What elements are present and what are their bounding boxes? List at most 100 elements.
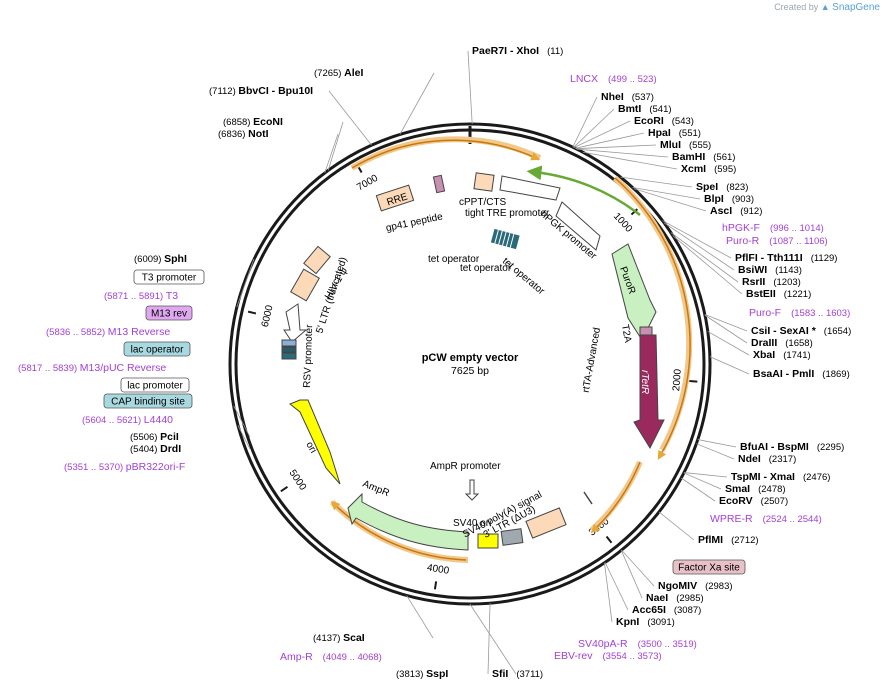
site-connector	[236, 258, 255, 308]
site-connector	[620, 550, 643, 599]
svg-text:lac promoter: lac promoter	[127, 381, 183, 392]
label-cppt: cPPT/CTS	[459, 197, 507, 208]
site-connector	[469, 603, 517, 675]
tick-mark	[689, 379, 698, 383]
site-label-pcii: (5506) PciI	[130, 431, 179, 443]
site-connector	[573, 120, 631, 148]
primer-lncx: LNCX(499 .. 523)	[570, 73, 657, 85]
site-label-csii: CsiI - SexAI *(1654)	[751, 325, 851, 337]
site-label-noti: (6836) NotI	[218, 128, 269, 140]
site-label-scai: (4137) ScaI	[313, 632, 365, 644]
primer-wpre-r: WPRE-R(2524 .. 2544)	[710, 513, 822, 525]
tick-label: 4000	[426, 563, 450, 577]
tet-operator-block	[490, 228, 520, 250]
label-ampr-promoter: AmpR promoter	[430, 461, 501, 472]
site-label-bbvci: (7112) BbvCI - Bpu10I	[209, 85, 313, 97]
site-connector	[620, 176, 693, 188]
tick-label: 2000	[671, 368, 684, 391]
site-connector	[324, 133, 339, 174]
t2a-box	[639, 326, 653, 336]
site-label-ecorv: EcoRV(2507)	[719, 495, 788, 507]
site-connector	[621, 549, 655, 587]
svg-text:lac operator: lac operator	[131, 345, 184, 356]
site-connector	[604, 562, 629, 611]
site-connector-lines	[233, 50, 750, 675]
site-label-ngomiv: NgoMIV(2983)	[658, 580, 733, 592]
site-connector	[575, 132, 645, 149]
tick-mark	[280, 485, 289, 493]
site-connector	[575, 144, 657, 150]
site-label-tspmi: TspMI - XmaI(2476)	[731, 471, 830, 483]
site-connector	[328, 90, 372, 146]
boxed-label-factor-xa-site: Factor Xa site	[672, 559, 746, 575]
site-label-xcmi: XcmI(595)	[681, 163, 736, 175]
tick-label: 6000	[260, 304, 276, 329]
snapgene-credit: Created by ▲ SnapGene	[774, 2, 880, 13]
site-connector	[233, 405, 251, 438]
sv40-ori-box	[477, 533, 499, 549]
primer-puro-r: Puro-R(1087 .. 1106)	[726, 235, 828, 247]
site-label-bfuai: BfuAI - BspMI(2295)	[740, 441, 844, 453]
site-connector	[467, 50, 473, 125]
site-label-pflfi: PflFI - Tth111I(1129)	[735, 252, 837, 264]
site-connector	[604, 562, 613, 623]
site-label-ndei: NdeI(2317)	[738, 453, 796, 465]
orf-arc-right-line	[614, 177, 691, 460]
site-connector	[704, 314, 748, 332]
site-label-rsrii: RsrII(1203)	[742, 276, 801, 288]
label-ampr: AmpR	[361, 479, 391, 500]
site-label-pflmi: PflMI(2712)	[698, 534, 759, 546]
lac-small-2	[281, 346, 297, 353]
site-labels: PaeR7I - XhoI(11)NheI(537)BmtI(541)EcoRI…	[18, 45, 851, 680]
site-connector	[704, 314, 748, 344]
puror-arrow	[611, 243, 657, 342]
site-label-drdi: (5404) DrdI	[130, 443, 181, 455]
cppt-box	[473, 172, 495, 192]
site-connector	[697, 439, 737, 448]
site-label-alei: (7265) AleI	[314, 67, 363, 79]
rsv-promoter-arrow	[283, 303, 308, 343]
snapgene-logo-icon: ▲	[820, 2, 830, 12]
site-label-econi: (6858) EcoNI	[223, 116, 283, 128]
lac-small-1	[281, 339, 297, 347]
orf-arc-bottom-right-line	[590, 461, 641, 534]
primer-m13-puc-reverse: (5817 .. 5839) M13/pUC Reverse	[18, 362, 166, 374]
site-connector	[683, 472, 722, 490]
site-connector	[399, 72, 435, 135]
rre-box	[375, 184, 415, 212]
boxed-label-t3-promoter: T3 promoter	[133, 269, 205, 285]
site-label-mlui: MluI(555)	[660, 139, 711, 151]
site-connector	[582, 151, 678, 170]
hiv-psi-box	[303, 245, 331, 275]
label-tetop-2: tet operator	[460, 263, 512, 274]
plasmid-length: 7625 bp	[451, 365, 489, 377]
hpgk-arc	[526, 165, 641, 216]
site-label-bsiwi: BsiWI(1143)	[738, 264, 802, 276]
site-label-sspi: (3813) SspI	[396, 668, 448, 680]
site-label-bsaai: BsaAI - PmlI(1869)	[753, 368, 850, 380]
site-label-sfii: SfiI(3711)	[492, 668, 543, 680]
boxed-label-lac-operator: lac operator	[123, 341, 191, 357]
site-connector	[680, 477, 716, 502]
site-connector	[577, 148, 669, 158]
site-connector	[670, 232, 739, 283]
label-tetop-3: tet operator	[500, 256, 547, 298]
site-label-kpni: KpnI(3091)	[616, 616, 675, 628]
site-connector	[662, 220, 732, 259]
site-label-bsteii: BstEII(1221)	[746, 288, 811, 300]
site-label-draiii: DraIII(1658)	[751, 337, 813, 349]
rtta-arrow	[633, 334, 665, 450]
site-connector	[573, 108, 615, 148]
svg-text:Factor Xa site: Factor Xa site	[678, 563, 740, 574]
ltr5-box	[290, 268, 320, 302]
primer-ebv-rev: EBV-rev(3554 .. 3573)	[554, 650, 662, 662]
tick-label: 5000	[287, 468, 309, 493]
lac-small-3	[281, 352, 297, 360]
primer-sv40pa-r: SV40pA-R(3500 .. 3519)	[578, 638, 697, 650]
label-ori: ori	[303, 440, 318, 455]
label-rtetr: rTetR	[639, 370, 650, 394]
site-label-naei: NaeI(2985)	[646, 592, 704, 604]
ltr3-box	[525, 507, 567, 539]
site-connector	[707, 331, 750, 356]
gp41-box	[432, 174, 446, 194]
